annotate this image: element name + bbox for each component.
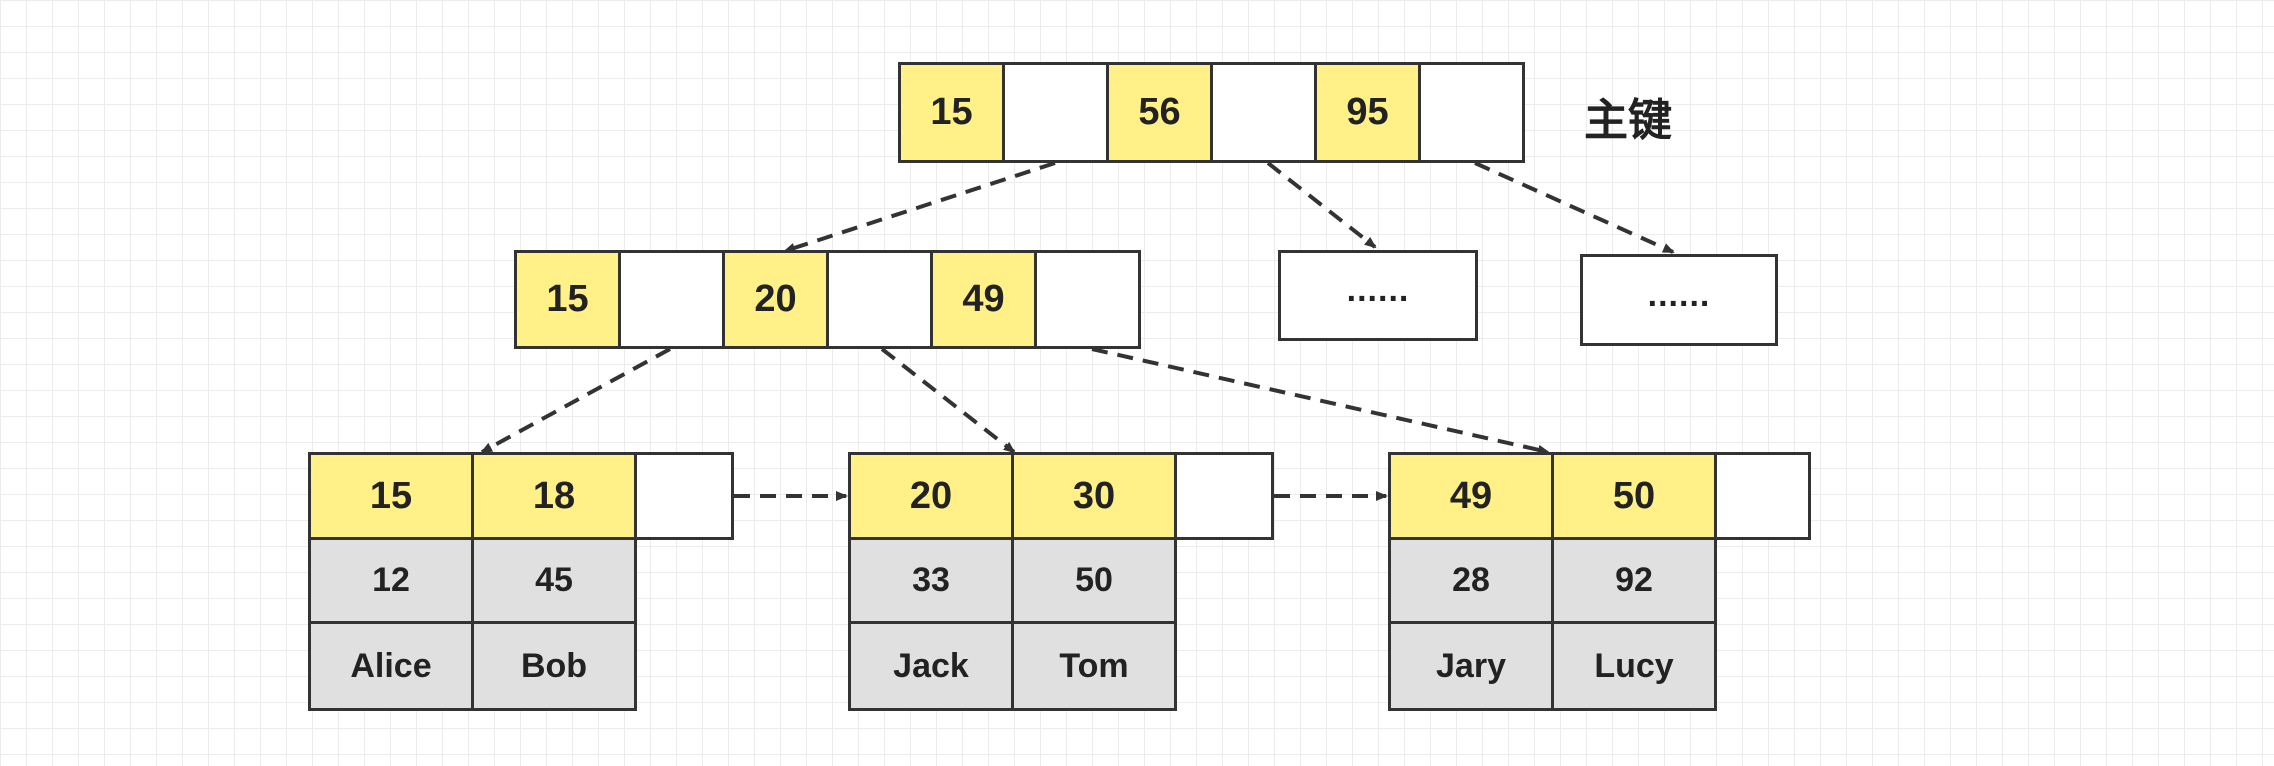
leaf-1-key-2: 18 xyxy=(471,452,637,540)
leaf-1-name-1: Alice xyxy=(308,621,474,711)
leaf-1-value-2: 45 xyxy=(471,537,637,624)
leaf-3-next-pointer xyxy=(1714,452,1811,540)
leaf-2-value-1: 33 xyxy=(848,537,1014,624)
leaf-3-value-1: 28 xyxy=(1388,537,1554,624)
primary-key-label: 主键 xyxy=(1584,96,1672,145)
leaf-2-name-1: Jack xyxy=(848,621,1014,711)
leaf-3-name-2: Lucy xyxy=(1551,621,1717,711)
arrow-internal-to-leaf-3 xyxy=(1091,347,1550,455)
arrow-internal-to-leaf-1 xyxy=(480,347,671,454)
internal-key-3: 49 xyxy=(930,250,1037,349)
leaf-3-value-2: 92 xyxy=(1551,537,1717,624)
arrow-internal-to-leaf-2 xyxy=(880,347,1016,454)
leaf-2-next-pointer xyxy=(1174,452,1274,540)
root-key-2: 56 xyxy=(1106,62,1213,163)
leaf-2-key-2: 30 xyxy=(1011,452,1177,540)
leaf-1-key-1: 15 xyxy=(308,452,474,540)
root-pointer-1 xyxy=(1002,62,1109,163)
placeholder-node-1: ...... xyxy=(1278,250,1478,341)
leaf-3-key-1: 49 xyxy=(1388,452,1554,540)
leaf-3-name-1: Jary xyxy=(1388,621,1554,711)
leaf-1-next-pointer xyxy=(634,452,734,540)
arrow-root-to-placeholder-1 xyxy=(1266,161,1377,249)
internal-key-2: 20 xyxy=(722,250,829,349)
arrow-root-to-internal xyxy=(783,161,1056,253)
leaf-2-name-2: Tom xyxy=(1011,621,1177,711)
root-pointer-2 xyxy=(1210,62,1317,163)
internal-pointer-2 xyxy=(826,250,933,349)
leaf-3-key-2: 50 xyxy=(1551,452,1717,540)
internal-pointer-1 xyxy=(618,250,725,349)
leaf-2-key-1: 20 xyxy=(848,452,1014,540)
internal-pointer-3 xyxy=(1034,250,1141,349)
root-key-1: 15 xyxy=(898,62,1005,163)
arrow-root-to-placeholder-2 xyxy=(1474,161,1675,254)
root-key-3: 95 xyxy=(1314,62,1421,163)
placeholder-node-2: ...... xyxy=(1580,254,1778,346)
root-pointer-3 xyxy=(1418,62,1525,163)
leaf-1-name-2: Bob xyxy=(471,621,637,711)
leaf-1-value-1: 12 xyxy=(308,537,474,624)
leaf-2-value-2: 50 xyxy=(1011,537,1177,624)
internal-key-1: 15 xyxy=(514,250,621,349)
